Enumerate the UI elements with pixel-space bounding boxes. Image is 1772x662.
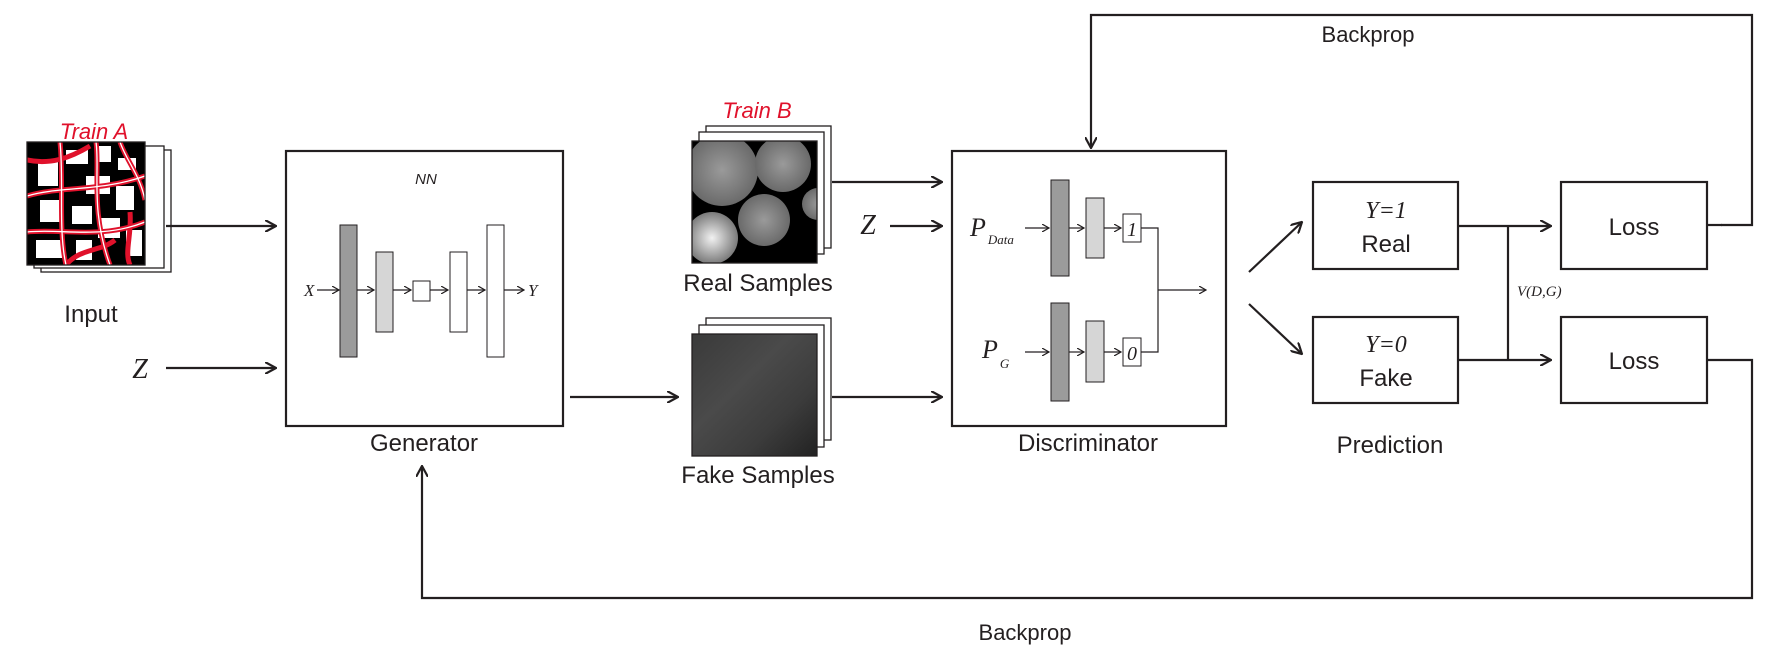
generator-layer-2 bbox=[375, 251, 394, 333]
p-g-symbol: P bbox=[981, 335, 998, 364]
train-a-label: Train A bbox=[60, 119, 128, 144]
backprop-bottom-label: Backprop bbox=[979, 620, 1072, 645]
value-function-label: V(D,G) bbox=[1517, 284, 1562, 300]
generator-layer-5 bbox=[486, 224, 505, 358]
generator-layer-4 bbox=[449, 251, 468, 333]
prediction-real-label: Real bbox=[1361, 231, 1410, 258]
generator-bottleneck bbox=[412, 280, 431, 302]
discriminator-box bbox=[950, 149, 1228, 428]
loss-bottom-box bbox=[1559, 315, 1709, 405]
nn-label: NN bbox=[415, 171, 437, 188]
z-label-discriminator: Z bbox=[860, 210, 876, 241]
disc-merge-lines bbox=[1141, 227, 1206, 353]
x-label: X bbox=[303, 281, 315, 300]
city-map-image bbox=[27, 142, 145, 265]
disc-fake-layer-2 bbox=[1085, 320, 1105, 383]
disc-real-layer-1 bbox=[1050, 179, 1070, 277]
real-sample-image bbox=[692, 141, 817, 263]
generator-label: Generator bbox=[370, 430, 478, 457]
train-a-stack bbox=[26, 141, 172, 273]
p-data-symbol: P bbox=[969, 213, 986, 242]
disc-real-output: 1 bbox=[1127, 219, 1137, 241]
fake-samples-stack bbox=[691, 317, 832, 457]
p-g-subscript: G bbox=[1000, 356, 1010, 371]
discriminator-label: Discriminator bbox=[1018, 430, 1158, 457]
prediction-fake-equation: Y=0 bbox=[1365, 332, 1407, 358]
backprop-top-label: Backprop bbox=[1322, 22, 1415, 47]
input-label: Input bbox=[64, 301, 118, 328]
prediction-real-equation: Y=1 bbox=[1365, 198, 1407, 224]
fake-samples-label: Fake Samples bbox=[681, 462, 834, 489]
generator-layer-1 bbox=[339, 224, 358, 358]
fake-sample-image bbox=[691, 333, 818, 457]
real-samples-label: Real Samples bbox=[683, 270, 832, 297]
prediction-real-box bbox=[1311, 180, 1460, 271]
to-fake-arrow bbox=[1248, 303, 1302, 354]
backprop-bottom-arrow bbox=[422, 358, 1754, 600]
train-b-label: Train B bbox=[722, 98, 791, 123]
disc-real-layer-2 bbox=[1085, 197, 1105, 259]
y-label: Y bbox=[528, 281, 539, 300]
loss-bottom-label: Loss bbox=[1609, 348, 1660, 375]
p-data-subscript: Data bbox=[987, 232, 1015, 247]
to-real-arrow bbox=[1248, 222, 1302, 273]
disc-fake-layer-1 bbox=[1050, 302, 1070, 402]
backprop-top-arrow bbox=[1091, 13, 1754, 227]
prediction-fake-box bbox=[1311, 315, 1460, 405]
disc-fake-output: 0 bbox=[1127, 343, 1137, 365]
z-label-generator: Z bbox=[132, 354, 148, 385]
prediction-label: Prediction bbox=[1337, 432, 1444, 459]
real-samples-stack bbox=[691, 125, 832, 264]
loss-top-label: Loss bbox=[1609, 214, 1660, 241]
loss-top-box bbox=[1559, 180, 1709, 271]
prediction-fake-label: Fake bbox=[1359, 365, 1412, 392]
